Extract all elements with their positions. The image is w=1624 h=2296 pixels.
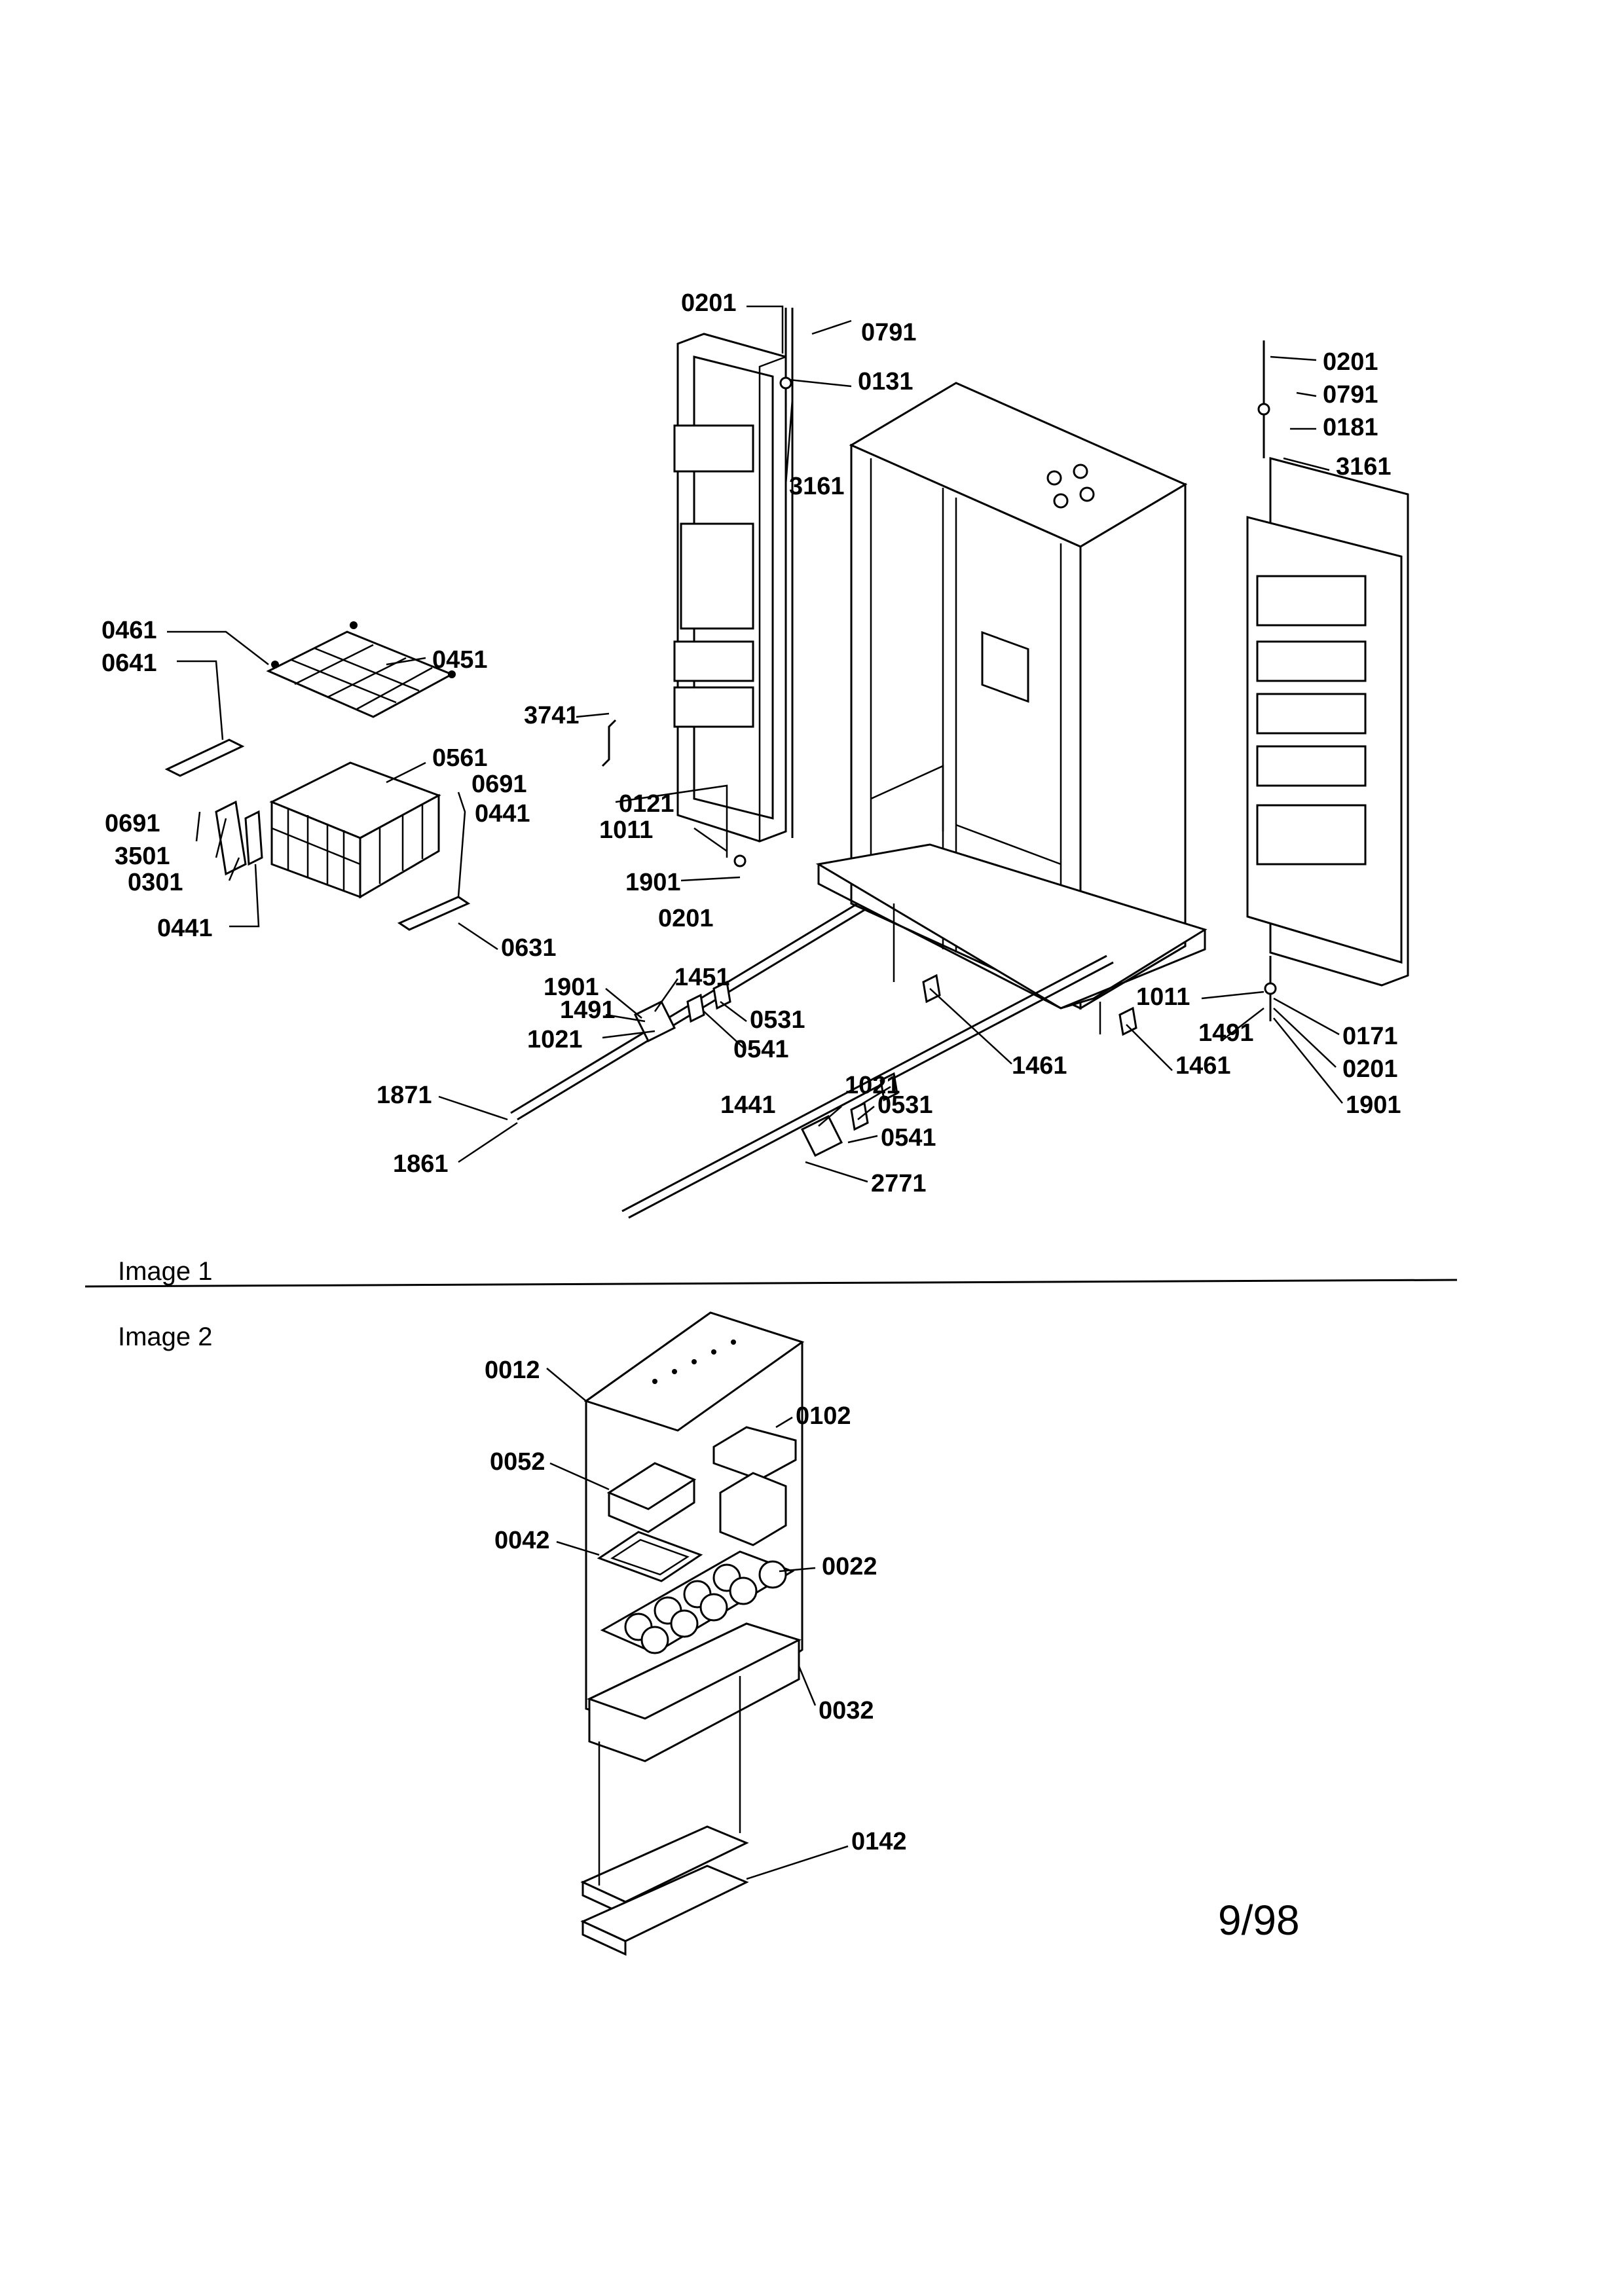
image2-callouts: 0012 0102 0052 0042 0022 0032 0142	[485, 1357, 907, 1855]
section-divider	[84, 1279, 1458, 1288]
callout: 0201	[658, 905, 714, 932]
callout: 0691	[471, 771, 527, 798]
callout: 1011	[1136, 983, 1190, 1011]
callout: 3741	[524, 702, 580, 729]
door-bin-upper	[712, 1426, 797, 1481]
callout: 1451	[674, 964, 730, 991]
leader-lines	[167, 305, 1343, 1183]
callout: 0631	[501, 934, 557, 962]
callout: 3161	[789, 473, 845, 500]
callout: 0171	[1342, 1023, 1398, 1050]
cabinet	[815, 382, 1208, 1010]
wire-shelf	[266, 621, 456, 718]
callout: 1461	[1175, 1052, 1231, 1080]
callout: 1021	[845, 1072, 900, 1099]
slide-rails	[164, 738, 471, 931]
image2-drawing: 0012 0102 0052 0042 0022 0032 0142	[485, 1311, 907, 1956]
callout: 1491	[560, 996, 616, 1024]
callout: 0102	[796, 1402, 851, 1430]
callout: 0791	[861, 319, 917, 346]
callout: 0541	[881, 1124, 936, 1152]
callout: 0791	[1323, 381, 1378, 409]
callout: 0541	[733, 1036, 789, 1063]
wire-basket	[269, 761, 441, 899]
callout: 1901	[544, 974, 599, 1001]
callout: 0142	[851, 1828, 907, 1855]
callout: 3161	[1336, 453, 1392, 481]
callout: 0531	[877, 1091, 933, 1119]
fresh-food-door	[1246, 340, 1409, 1021]
callout: 0441	[157, 915, 213, 942]
image1-drawing: 0201 0791 0131 3161 0201 0791 0181 3161 …	[101, 289, 1409, 1219]
callout: 1901	[625, 869, 681, 896]
callout: 1491	[1198, 1019, 1254, 1047]
callout: 0561	[432, 744, 488, 772]
callout: 1021	[527, 1026, 583, 1053]
callout: 0042	[494, 1527, 550, 1554]
freezer-door	[673, 308, 794, 843]
hardware	[601, 376, 1277, 995]
callout: 0201	[1342, 1055, 1398, 1083]
butter-cover	[597, 1531, 703, 1582]
date-code: 9/98	[1218, 1897, 1300, 1944]
callout: 0022	[822, 1553, 877, 1580]
image1-caption: Image 1	[118, 1257, 213, 1286]
callout: 0201	[1323, 348, 1378, 376]
callout: 0301	[128, 869, 183, 896]
callout: 3501	[115, 843, 170, 870]
tracks	[510, 902, 1137, 1219]
callout: 0461	[101, 617, 157, 644]
callout: 1461	[1012, 1052, 1067, 1080]
callout: 0691	[105, 810, 160, 837]
callout: 0052	[490, 1448, 545, 1476]
callout: 0012	[485, 1357, 540, 1384]
callout: 0131	[858, 368, 913, 395]
callout: 1901	[1346, 1091, 1401, 1119]
image1-callouts: 0201 0791 0131 3161 0201 0791 0181 3161 …	[101, 289, 1401, 1197]
callout: 1871	[377, 1082, 432, 1109]
callout: 1861	[393, 1150, 449, 1178]
callout: 2771	[871, 1170, 927, 1197]
callout: 0032	[819, 1697, 874, 1724]
callout: 0201	[681, 289, 737, 317]
callout: 0531	[750, 1006, 805, 1034]
image2-caption: Image 2	[118, 1322, 213, 1351]
callout: 1011	[599, 816, 653, 844]
callout: 0121	[619, 790, 674, 818]
callout: 0181	[1323, 414, 1378, 441]
callout: 0441	[475, 800, 530, 828]
callout: 0641	[101, 649, 157, 677]
callout: 1441	[720, 1091, 776, 1119]
callout: 0451	[432, 646, 488, 674]
door-bin-small	[719, 1472, 787, 1546]
